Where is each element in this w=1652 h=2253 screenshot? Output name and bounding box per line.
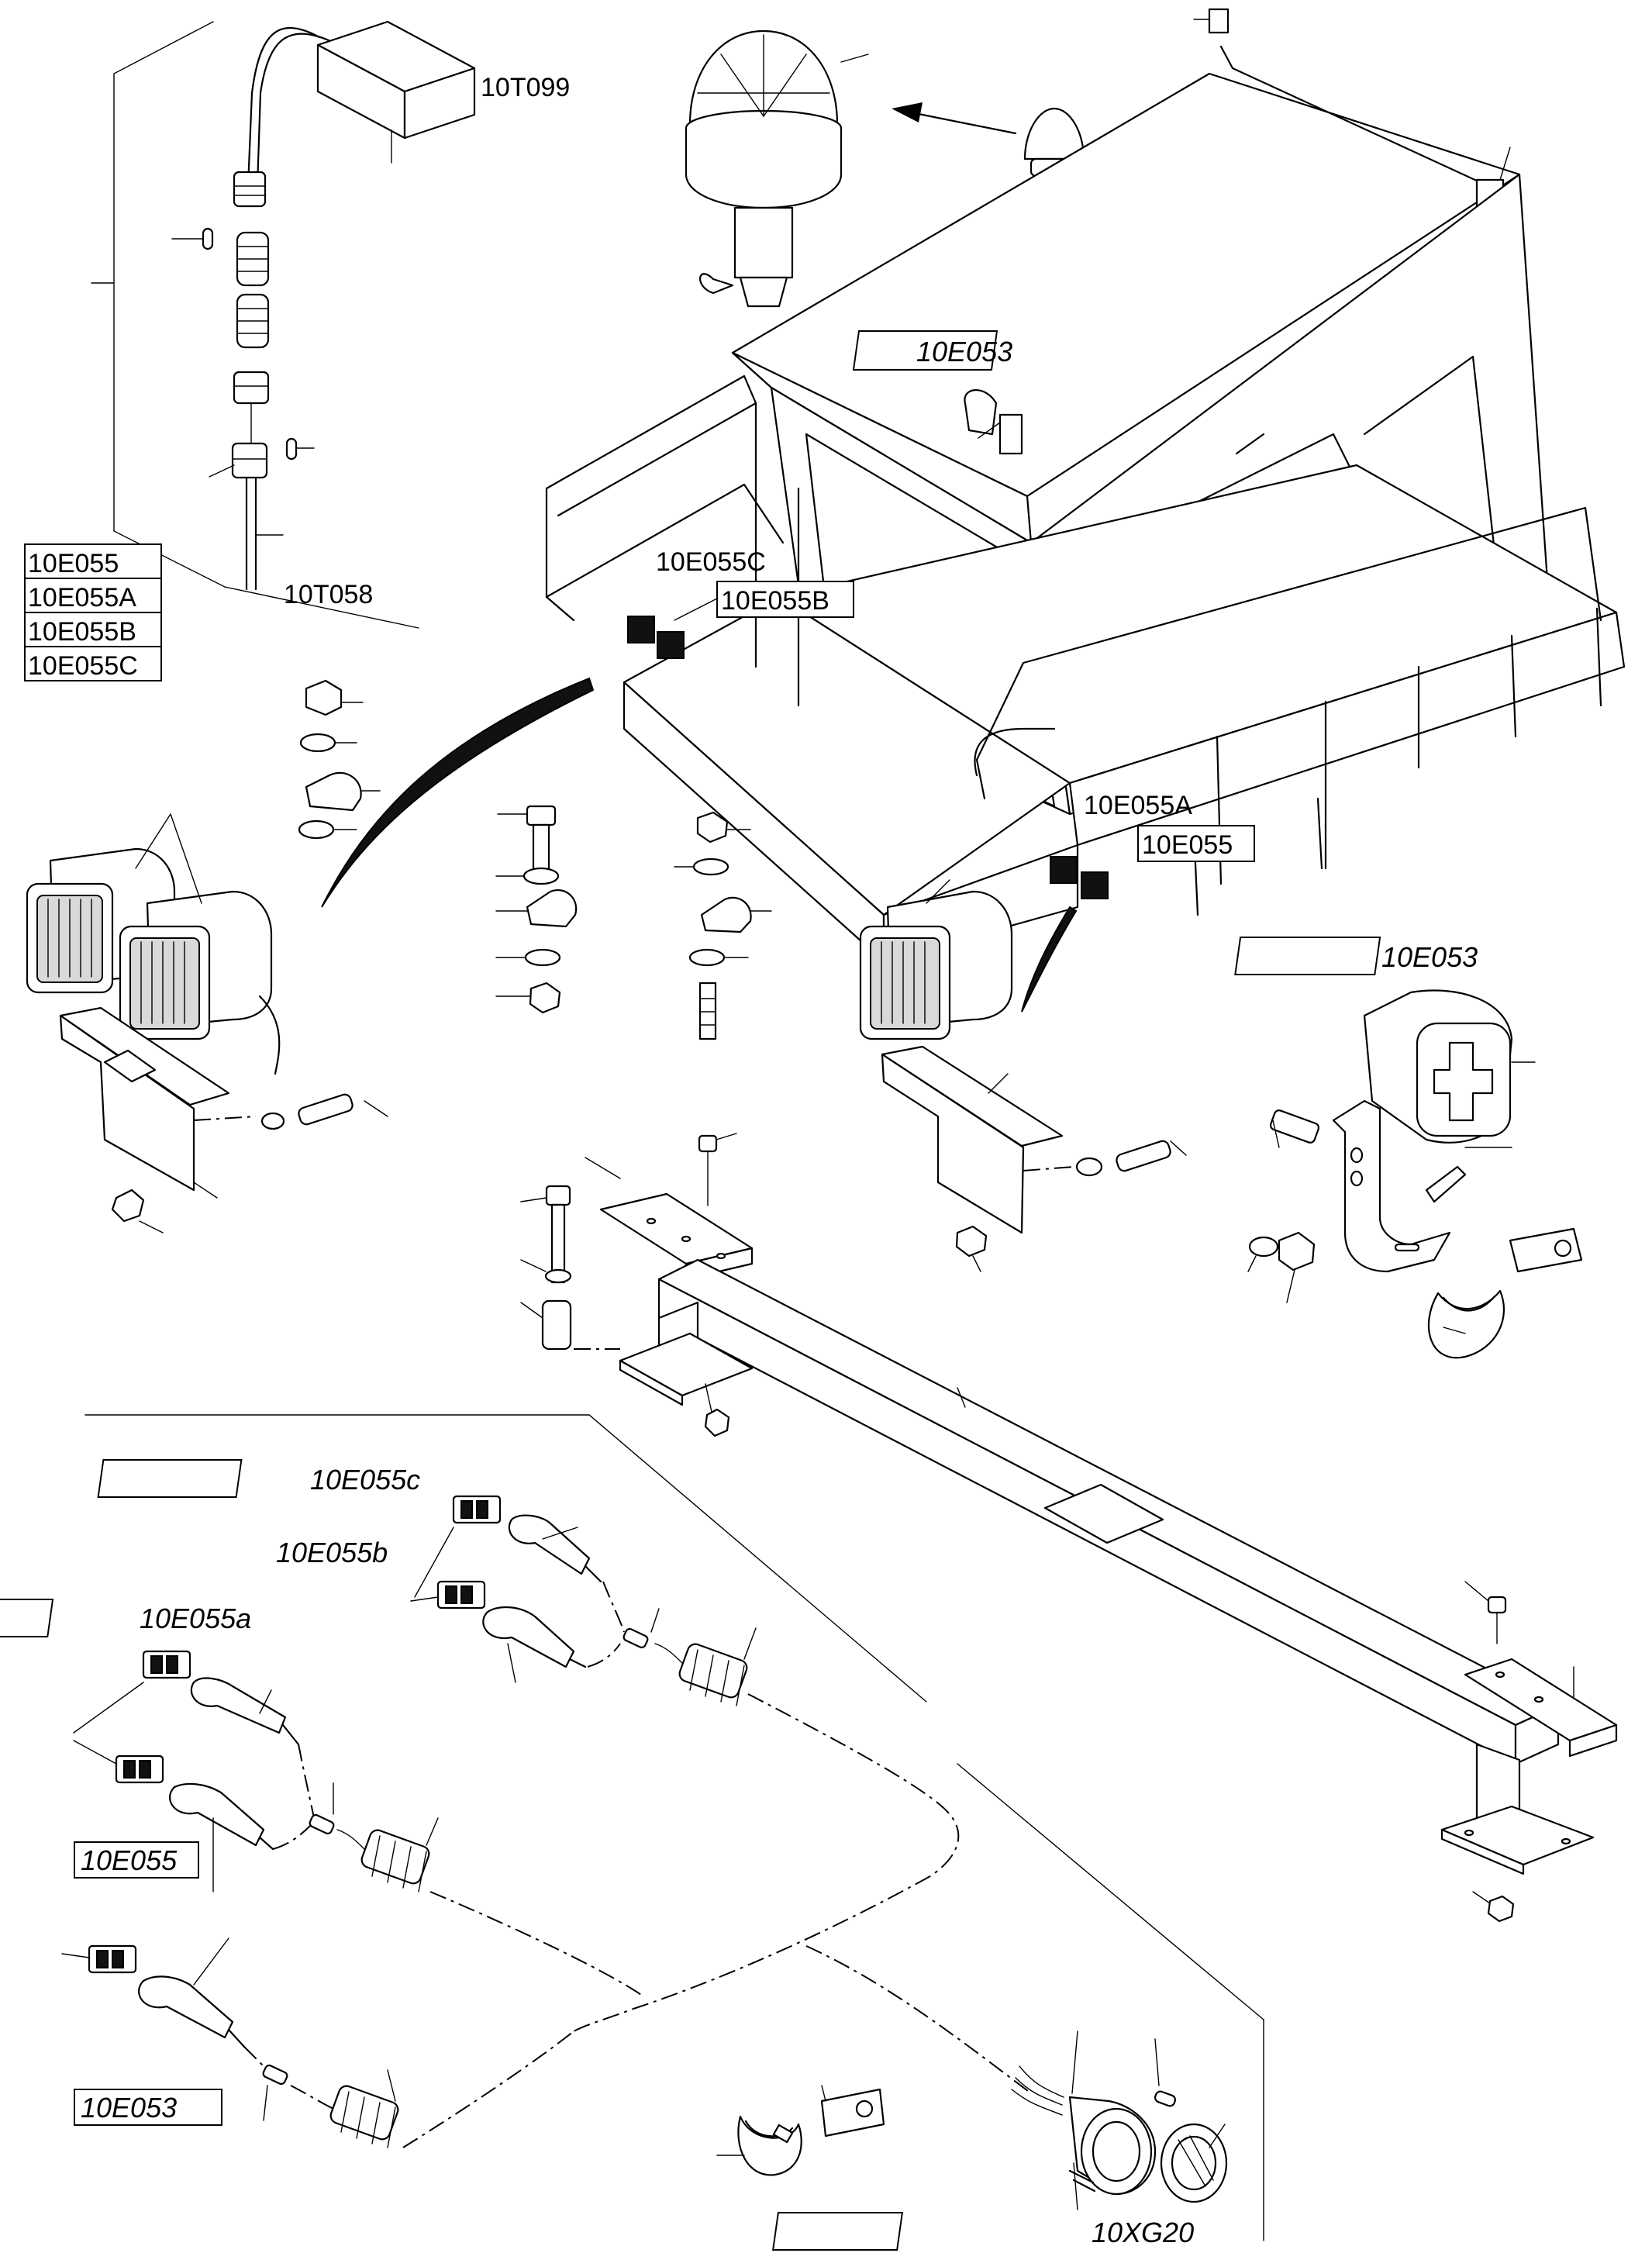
label-list-10e055: 10E055 <box>28 549 119 578</box>
control-box <box>316 20 476 164</box>
label-10e055b-lower: 10E055b <box>276 1537 388 1568</box>
work-light-10e053-assembly: 10E053 <box>1234 937 1583 1359</box>
antenna-connector-stack <box>171 171 315 591</box>
antenna-cable-assembly: 10T099 10T058 <box>91 20 570 629</box>
label-10e055c-cab: 10E055C <box>656 547 766 577</box>
label-10e055a-lower: 10E055a <box>140 1603 251 1634</box>
label-10t099: 10T099 <box>481 73 570 102</box>
label-list-10e055b: 10E055B <box>28 617 136 647</box>
label-10e053-cab: 10E053 <box>916 336 1012 367</box>
horn-icon <box>964 389 1023 455</box>
label-10e055a-cab: 10E055A <box>1084 791 1192 820</box>
cab-labels: 10E053 10E055C 10E055B 10E055A 10E055 <box>656 330 1255 862</box>
cable-tie-icon-lower <box>716 2115 802 2176</box>
work-lights-left <box>26 813 388 1233</box>
label-10e055-cab: 10E055 <box>1142 830 1233 860</box>
connector-icon-multi-2 <box>336 1817 439 1892</box>
cable-tie-icon <box>1427 1289 1505 1359</box>
connector-icon-10xg20 <box>1011 2030 1228 2210</box>
label-stack-10e055: 10E055 10E055A 10E055B 10E055C <box>24 543 162 681</box>
mounting-bar <box>520 1133 1618 1923</box>
label-10t058: 10T058 <box>284 580 373 609</box>
connector-icon-10e055a <box>73 1650 300 1746</box>
connector-icon-multi-1 <box>654 1627 757 1706</box>
connector-icon-10e055b <box>410 1580 587 1683</box>
rotating-beacon-large <box>685 29 1017 308</box>
work-light-icon-2 <box>119 890 281 1075</box>
label-list-10e055a: 10E055A <box>28 583 136 612</box>
connector-icon-10e053 <box>61 1937 246 2048</box>
label-10xg20: 10XG20 <box>1092 2217 1194 2248</box>
harness-section: 10E055c 10E055b 10E055a 10E055 10E053 10… <box>0 1414 1264 2251</box>
label-10e053-lower: 10E053 <box>81 2092 177 2124</box>
work-light-right <box>859 879 1187 1272</box>
hardware-stack-left <box>298 679 381 840</box>
tractor-cab <box>321 8 1626 1013</box>
label-10e055-lower: 10E055 <box>81 1844 178 1876</box>
connector-icon-10e055c <box>414 1495 602 1598</box>
label-10e055c-lower: 10E055c <box>310 1464 420 1496</box>
label-10e055b-cab: 10E055B <box>721 586 829 616</box>
connector-icon-multi-3 <box>290 2069 399 2148</box>
label-list-10e055c: 10E055C <box>28 651 138 681</box>
label-10e053-right: 10E053 <box>1381 941 1478 973</box>
connector-icon-10e055 <box>73 1740 274 1892</box>
hardware-stack-center <box>495 805 772 1040</box>
